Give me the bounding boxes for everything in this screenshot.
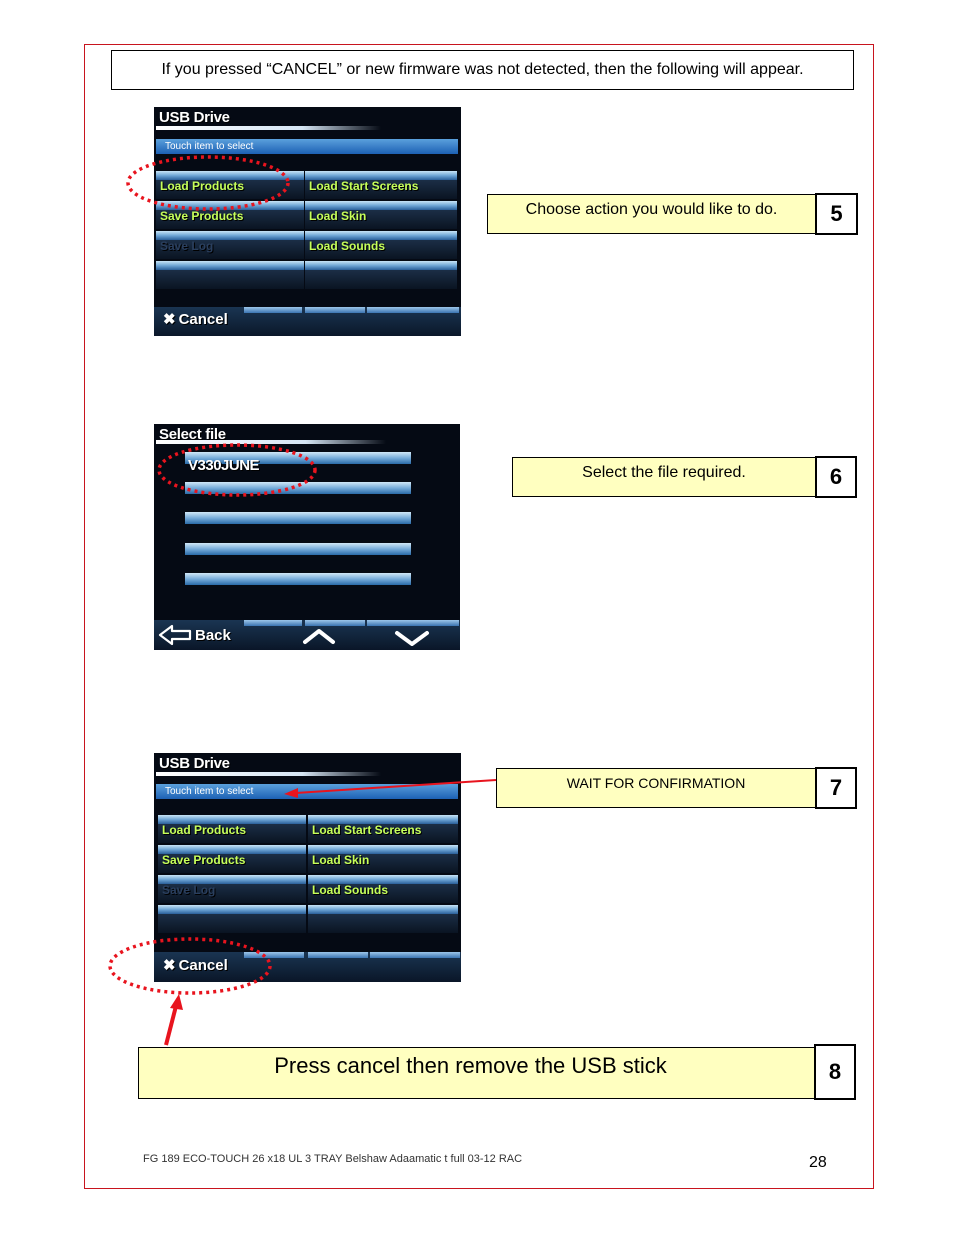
- menu-item-label: Save Log: [160, 239, 214, 253]
- title-underline: [156, 772, 381, 776]
- hint-text: Touch item to select: [165, 141, 254, 152]
- menu-item-empty: [156, 261, 304, 289]
- bottom-bar: [154, 620, 460, 650]
- hint-bar: Touch item to select: [156, 139, 458, 154]
- menu-item-load-sounds[interactable]: Load Sounds: [308, 875, 458, 903]
- back-button[interactable]: Back: [158, 624, 231, 646]
- menu-item-load-products[interactable]: Load Products: [158, 815, 306, 843]
- menu-item-save-products[interactable]: Save Products: [158, 845, 306, 873]
- callout-select-file: Select the file required.: [512, 457, 816, 497]
- menu-item-label: Save Log: [162, 883, 216, 897]
- bottom-bar: [154, 307, 461, 336]
- cancel-label: Cancel: [178, 956, 228, 974]
- menu-item-load-skin[interactable]: Load Skin: [308, 845, 458, 873]
- menu-item-label: Save Products: [160, 209, 244, 223]
- intro-text: If you pressed “CANCEL” or new firmware …: [111, 50, 854, 90]
- menu-item-save-log: Save Log: [156, 231, 304, 259]
- menu-item-load-skin[interactable]: Load Skin: [305, 201, 457, 229]
- menu-item-save-log: Save Log: [158, 875, 306, 903]
- file-row: [185, 543, 411, 555]
- file-row: [185, 512, 411, 524]
- menu-item-label: Load Start Screens: [309, 179, 419, 193]
- menu-item-empty: [158, 905, 306, 933]
- step-number-6: 6: [815, 456, 857, 498]
- close-icon: ✖: [163, 311, 176, 328]
- scroll-up-icon[interactable]: [302, 627, 336, 645]
- file-item-v330june[interactable]: V330JUNE: [188, 457, 260, 474]
- menu-item-save-products[interactable]: Save Products: [156, 201, 304, 229]
- back-label: Back: [195, 626, 231, 644]
- title-underline: [156, 126, 381, 130]
- step-number-8: 8: [814, 1044, 856, 1100]
- menu-item-label: Load Skin: [312, 853, 370, 867]
- menu-item-load-start-screens[interactable]: Load Start Screens: [305, 171, 457, 199]
- usb-drive-screen-confirm: USB Drive Touch item to select Load Prod…: [154, 753, 461, 982]
- menu-item-load-start-screens[interactable]: Load Start Screens: [308, 815, 458, 843]
- cancel-button[interactable]: ✖Cancel: [163, 956, 228, 975]
- callout-wait-confirmation: WAIT FOR CONFIRMATION: [496, 768, 816, 808]
- menu-item-label: Load Start Screens: [312, 823, 422, 837]
- menu-item-empty: [305, 261, 457, 289]
- callout-choose-action: Choose action you would like to do.: [487, 194, 816, 234]
- select-file-screen: Select file V330JUNE Back: [154, 424, 460, 650]
- menu-item-label: Save Products: [162, 853, 246, 867]
- screen-title: Select file: [159, 426, 226, 443]
- title-underline: [156, 440, 386, 444]
- menu-item-label: Load Products: [162, 823, 247, 837]
- menu-item-empty: [308, 905, 458, 933]
- cancel-button[interactable]: ✖Cancel: [163, 310, 228, 329]
- page-number: 28: [809, 1154, 827, 1171]
- close-icon: ✖: [163, 957, 176, 974]
- document-footer: FG 189 ECO-TOUCH 26 x18 UL 3 TRAY Belsha…: [143, 1153, 523, 1165]
- file-row: [185, 482, 411, 494]
- menu-item-load-sounds[interactable]: Load Sounds: [305, 231, 457, 259]
- menu-item-load-products[interactable]: Load Products: [156, 171, 304, 199]
- back-arrow-icon: [158, 624, 192, 646]
- menu-item-label: Load Skin: [309, 209, 367, 223]
- callout-press-cancel: Press cancel then remove the USB stick: [138, 1047, 815, 1099]
- cancel-label: Cancel: [178, 310, 228, 328]
- file-row: [185, 573, 411, 585]
- hint-bar: Touch item to select: [156, 784, 458, 799]
- screen-title: USB Drive: [159, 109, 230, 126]
- page-border: [84, 44, 874, 1189]
- usb-drive-screen: USB Drive Touch item to select Load Prod…: [154, 107, 461, 336]
- hint-text: Touch item to select: [165, 786, 254, 797]
- menu-item-label: Load Sounds: [312, 883, 388, 897]
- menu-item-label: Load Products: [160, 179, 245, 193]
- step-number-5: 5: [815, 193, 858, 235]
- step-number-7: 7: [815, 767, 857, 809]
- screen-title: USB Drive: [159, 755, 230, 772]
- menu-item-label: Load Sounds: [309, 239, 385, 253]
- scroll-down-icon[interactable]: [394, 629, 430, 647]
